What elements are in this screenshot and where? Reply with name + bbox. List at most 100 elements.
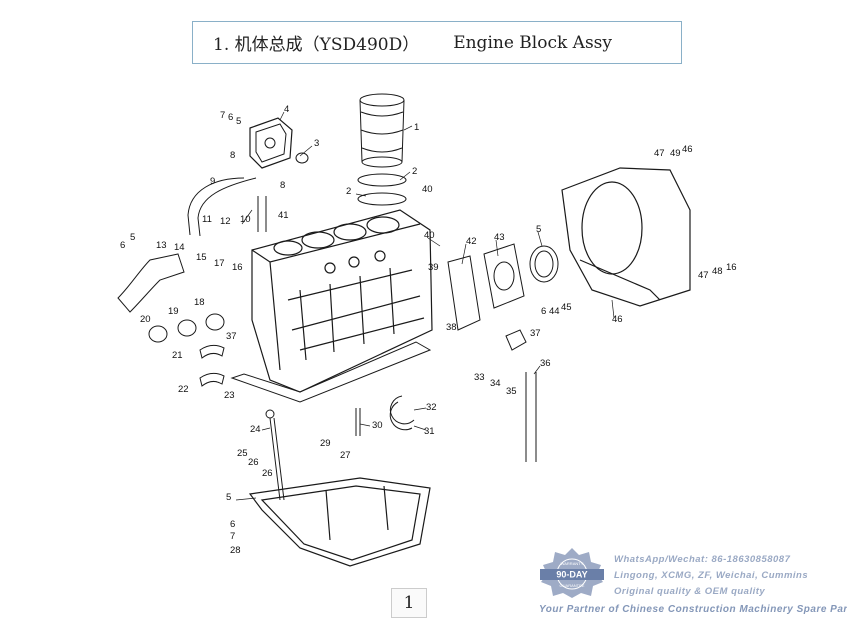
watermark-quality: Original quality & OEM quality: [614, 586, 766, 597]
callout-label: 11: [202, 214, 212, 225]
callout-label: 6: [230, 519, 235, 530]
watermark-brands: Lingong, XCMG, ZF, Weichai, Cummins: [614, 570, 809, 581]
callout-label: 6: [541, 306, 546, 317]
callout-label: 18: [194, 297, 205, 308]
callout-label: 43: [494, 232, 505, 243]
bolt-29: [355, 408, 361, 436]
callout-label: 37: [530, 328, 541, 339]
warranty-badge-icon: 90-DAY WARRANTY GUARANTEE: [540, 548, 604, 598]
callout-label: 6: [228, 112, 233, 123]
engine-block: [251, 209, 433, 393]
water-inlet-pipe: [117, 253, 185, 313]
callout-label: 49: [670, 148, 681, 159]
callout-label: 5: [226, 492, 231, 503]
callout-label: 40: [424, 230, 435, 241]
bearing-shell-20: [199, 344, 225, 359]
bearing-19: [148, 325, 168, 343]
rear-gasket: [447, 255, 481, 331]
drain-hose: [525, 372, 537, 462]
callout-label: 44: [549, 306, 560, 317]
callout-label: 5: [236, 116, 241, 127]
callout-label: 41: [278, 210, 289, 221]
callout-label: 7: [220, 110, 225, 121]
flywheel-housing: [561, 167, 691, 307]
callout-label: 22: [178, 384, 189, 395]
callout-label: 36: [540, 358, 551, 369]
callout-label: 30: [372, 420, 383, 431]
callout-label: 19: [168, 306, 179, 317]
callout-label: 31: [424, 426, 435, 437]
callout-label: 28: [230, 545, 241, 556]
oil-pan-gasket: [230, 341, 432, 403]
oil-seal: [529, 245, 559, 283]
callout-label: 46: [612, 314, 623, 325]
callout-label: 23: [224, 390, 235, 401]
bearing-18: [177, 319, 197, 337]
snap-ring-30: [389, 401, 413, 431]
callout-label: 47: [654, 148, 665, 159]
breather-hose: [187, 177, 257, 237]
callout-label: 7: [230, 531, 235, 542]
oil-pressure-sensor: [505, 329, 527, 351]
callout-label: 26: [262, 468, 273, 479]
callout-label: 1: [414, 122, 419, 133]
bearing-17: [205, 313, 225, 331]
callout-label: 21: [172, 350, 183, 361]
watermark-slogan: Your Partner of Chinese Construction Mac…: [539, 604, 847, 615]
cylinder-liner: [359, 93, 405, 168]
badge-main-text: 90-DAY: [556, 570, 587, 580]
page-number: 1: [391, 588, 427, 618]
callout-label: 3: [314, 138, 319, 149]
badge-bottom-text: GUARANTEE: [560, 583, 585, 588]
callout-label: 24: [250, 424, 261, 435]
callout-label: 4: [284, 104, 289, 115]
breather-tube: [257, 196, 267, 232]
watermark-contact: WhatsApp/Wechat: 86-18630858087: [614, 554, 791, 565]
callout-label: 6: [120, 240, 125, 251]
callout-label: 39: [428, 262, 439, 273]
callout-label: 32: [426, 402, 437, 413]
callout-label: 16: [232, 262, 243, 273]
callout-label: 35: [506, 386, 517, 397]
callout-label: 48: [712, 266, 723, 277]
callout-label: 8: [280, 180, 285, 191]
callout-label: 25: [237, 448, 248, 459]
callout-label: 9: [210, 176, 215, 187]
callout-label: 10: [240, 214, 251, 225]
callout-label: 26: [248, 457, 259, 468]
callout-label: 46: [682, 144, 693, 155]
title-english: Engine Block Assy: [453, 32, 613, 53]
title-chinese: 1. 机体总成（YSD490D）: [213, 35, 420, 55]
badge-top-text: WARRANTY: [561, 561, 584, 566]
oil-pan: [248, 477, 431, 567]
o-ring-lower: [357, 192, 407, 206]
bearing-shell-21: [199, 372, 225, 387]
callout-label: 45: [561, 302, 572, 313]
callout-label: 16: [726, 262, 737, 273]
callout-label: 33: [474, 372, 485, 383]
callout-label: 17: [214, 258, 225, 269]
dipstick: [269, 417, 285, 501]
callout-label: 12: [220, 216, 231, 227]
o-ring-upper: [357, 173, 407, 187]
callout-label: 2: [346, 186, 351, 197]
callout-label: 38: [446, 322, 457, 333]
callout-label: 47: [698, 270, 709, 281]
callout-label: 34: [490, 378, 501, 389]
callout-label: 5: [130, 232, 135, 243]
callout-label: 13: [156, 240, 167, 251]
callout-label: 8: [230, 150, 235, 161]
snap-ring-31: [389, 395, 415, 425]
seal-ring: [295, 152, 309, 164]
callout-label: 42: [466, 236, 477, 247]
callout-label: 27: [340, 450, 351, 461]
rear-seal-housing: [483, 243, 525, 309]
callout-label: 29: [320, 438, 331, 449]
breather-cover: [249, 117, 293, 169]
callout-label: 15: [196, 252, 207, 263]
callout-label: 2: [412, 166, 417, 177]
callout-label: 14: [174, 242, 185, 253]
callout-label: 37: [226, 331, 237, 342]
